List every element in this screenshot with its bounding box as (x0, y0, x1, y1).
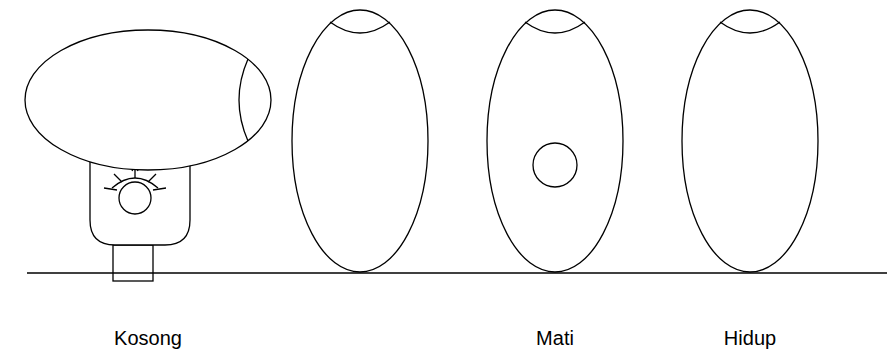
egg-empty (25, 30, 271, 170)
egg (292, 10, 428, 272)
egg-alive (682, 10, 818, 272)
egg-state-label: Kosong (114, 327, 182, 350)
egg-state-label: Mati (536, 327, 574, 350)
egg-dead (487, 10, 623, 272)
table-line (27, 272, 887, 273)
egg-state-label: Hidup (724, 327, 776, 350)
candler-lamp (90, 160, 190, 281)
